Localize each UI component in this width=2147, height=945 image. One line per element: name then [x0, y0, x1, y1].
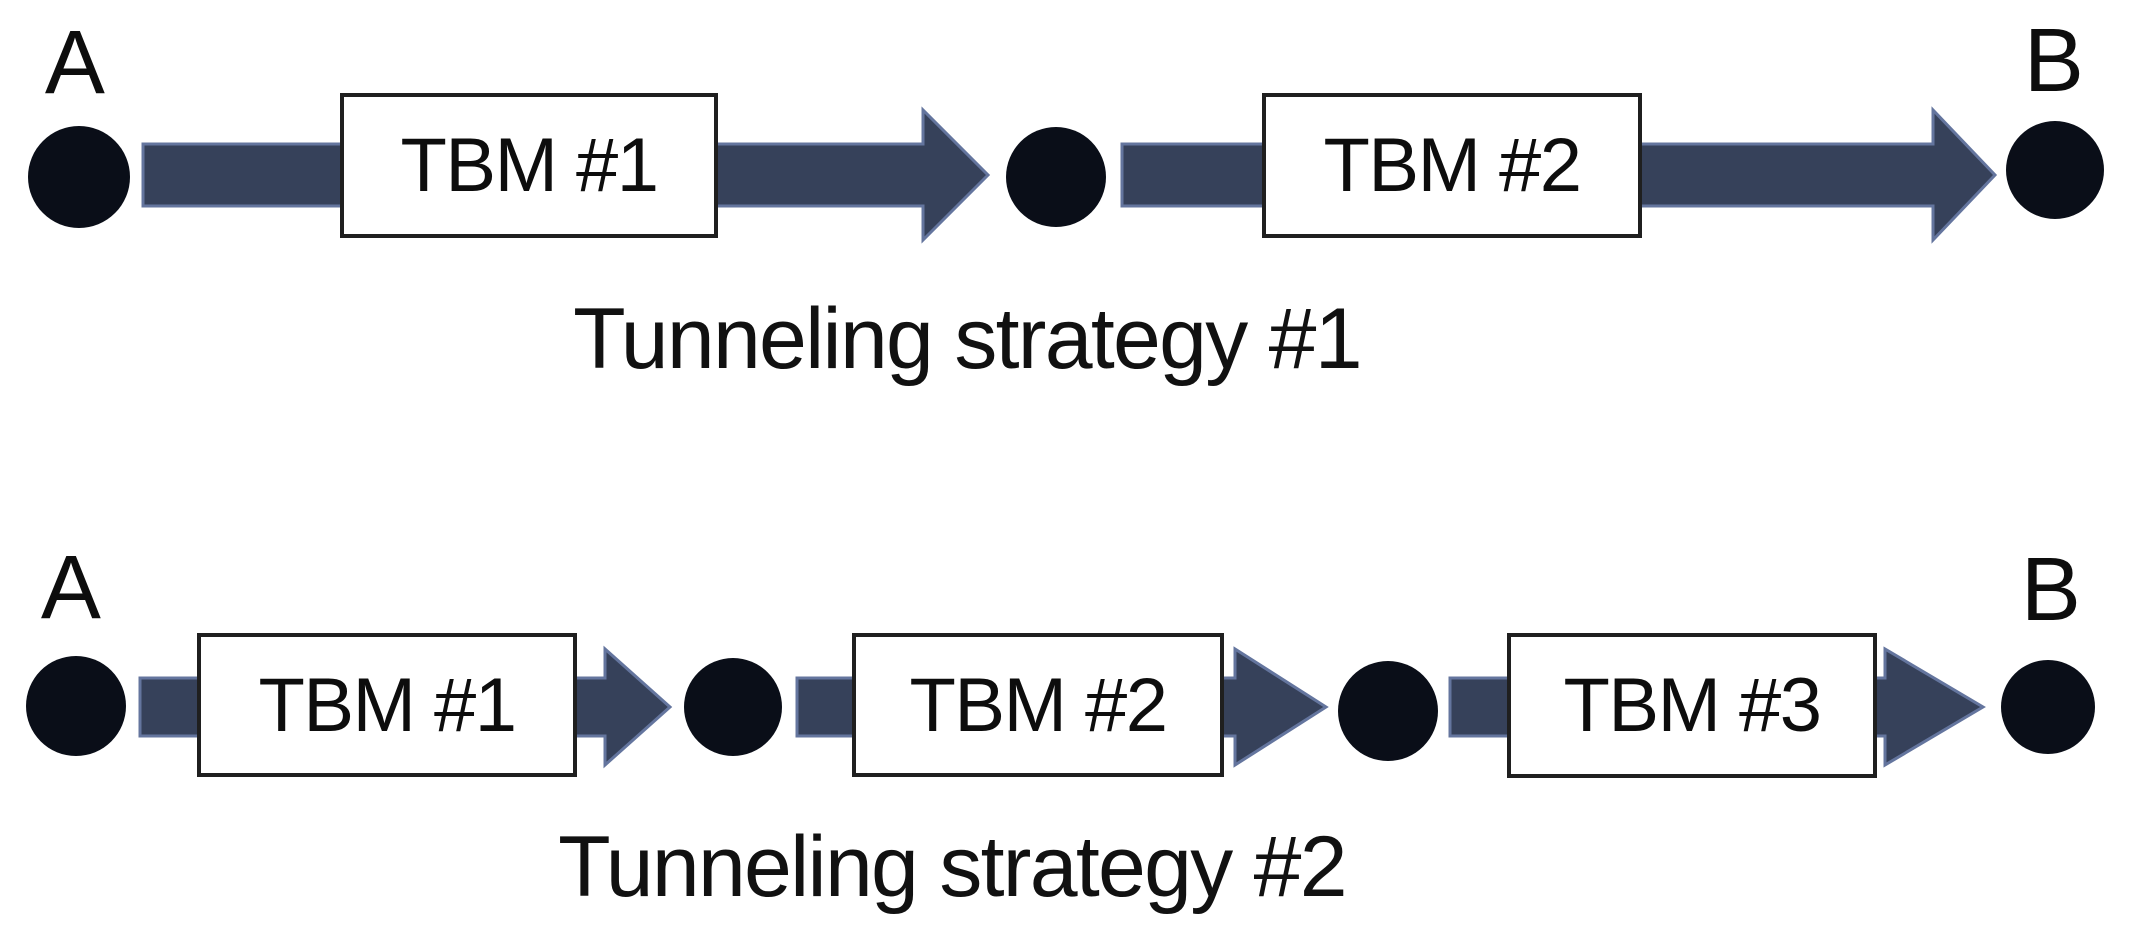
- strategy2-end-shaft-label: B: [2020, 540, 2081, 640]
- strategy2-intermediate-shaft-node-2: [1338, 661, 1438, 761]
- strategy2-caption: Tunneling strategy #2: [558, 819, 1348, 915]
- strategy1-caption: Tunneling strategy #1: [573, 291, 1363, 387]
- strategy1-intermediate-shaft-node: [1006, 127, 1106, 227]
- strategy2-end-shaft-node: [2001, 660, 2095, 754]
- strategy2-start-shaft-label: A: [40, 538, 101, 638]
- strategy2-intermediate-shaft-node-1: [684, 658, 782, 756]
- strategy1-start-shaft-node: [28, 126, 130, 228]
- strategy1-end-shaft-node: [2006, 121, 2104, 219]
- strategy1-start-shaft-label: A: [44, 13, 105, 113]
- strategy2-tbm-box-1: TBM #1: [197, 633, 577, 777]
- strategy1-end-shaft-label: B: [2023, 11, 2084, 111]
- strategy2-tbm-label-3: TBM #3: [1563, 663, 1822, 748]
- strategy2-tbm-box-3: TBM #3: [1507, 633, 1877, 778]
- strategy2-tbm-box-2: TBM #2: [852, 633, 1224, 777]
- strategy2-start-shaft-node: [26, 656, 126, 756]
- strategy1-tbm-box-1: TBM #1: [340, 93, 718, 238]
- strategy2-tbm-label-1: TBM #1: [258, 662, 517, 748]
- strategy1-tbm-label-2: TBM #2: [1323, 123, 1582, 208]
- strategy1-tbm-box-2: TBM #2: [1262, 93, 1642, 238]
- strategy2-tbm-label-2: TBM #2: [909, 662, 1168, 748]
- strategy1-tbm-label-1: TBM #1: [400, 123, 659, 208]
